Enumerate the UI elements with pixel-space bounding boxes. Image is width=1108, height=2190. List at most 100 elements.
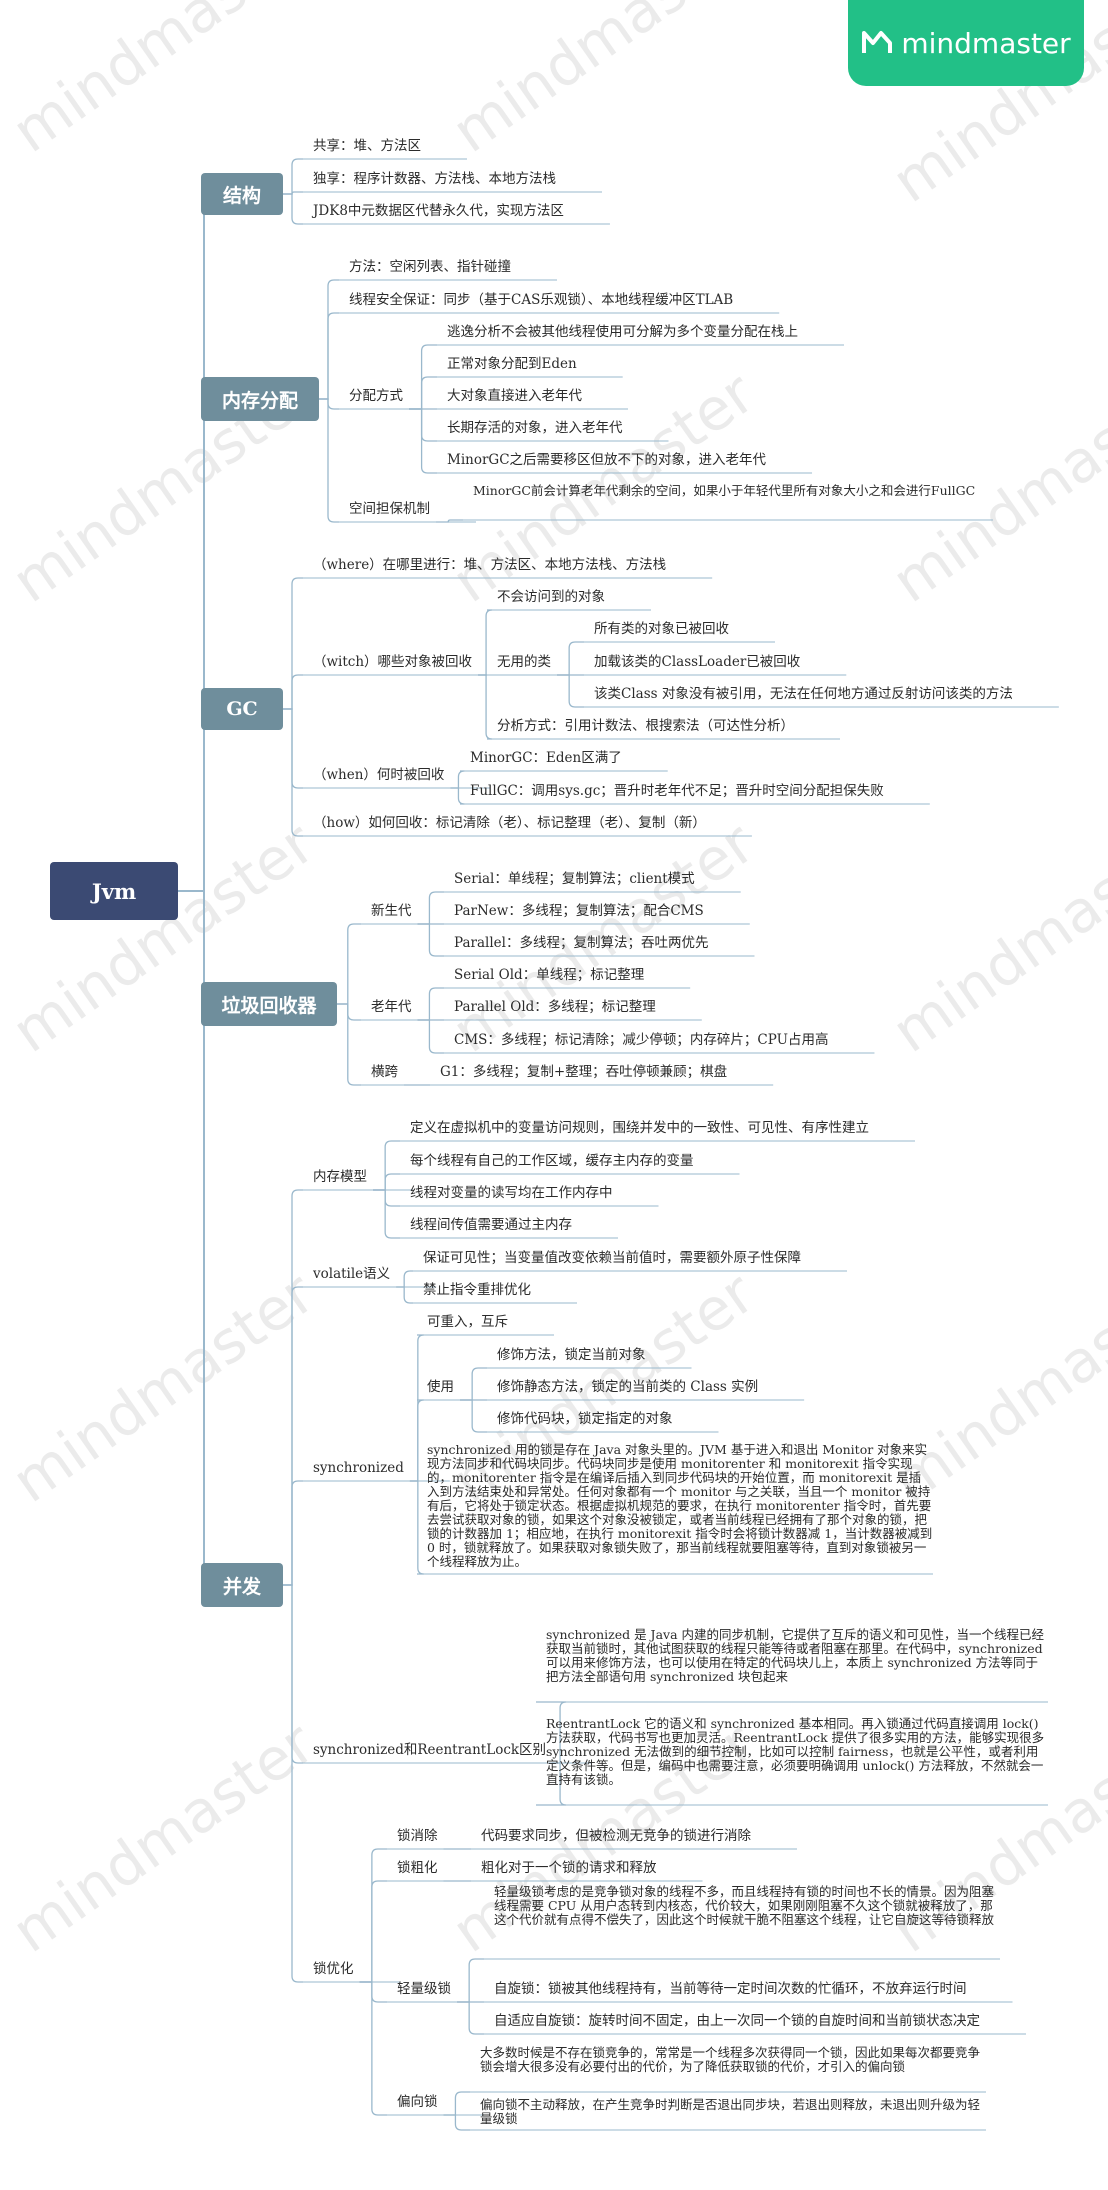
subtopic-ma0[interactable]: 逃逸分析不会被其他线程使用可分解为多个变量分配在栈上 (447, 324, 798, 340)
subtopic-gw2[interactable]: 分析方式：引用计数法、根搜索法（可达性分析） (497, 718, 794, 734)
connector (436, 519, 463, 523)
subtopic-cll[interactable]: 轻量级锁 (397, 1981, 451, 1997)
subtopic-cle[interactable]: 锁消除 (397, 1828, 438, 1844)
main-topic-conc[interactable]: 并发 (201, 1563, 283, 1607)
subtopic-cu1[interactable]: 修饰静态方法，锁定的当前类的 Class 实例 (497, 1379, 759, 1395)
subtopic-gn[interactable]: （when）何时被回收 (313, 767, 445, 783)
subtopic-cx0[interactable]: G1：多线程；复制+整理；吞吐停顿兼顾；棋盘 (440, 1064, 728, 1080)
subtopic-ma[interactable]: 分配方式 (349, 388, 403, 404)
subtopic-cd1[interactable]: ReentrantLock 它的语义和 synchronized 基本相同。再入… (546, 1716, 1045, 1787)
subtopic-cd0[interactable]: synchronized 是 Java 内建的同步机制，它提供了互斥的语义和可见… (546, 1627, 1045, 1684)
connector (373, 1189, 400, 1239)
connector (178, 398, 211, 892)
subtopic-cm0[interactable]: 定义在虚拟机中的变量访问规则，围绕并发中的一致性、可见性、有序性建立 (410, 1120, 869, 1136)
subtopic-s1[interactable]: 独享：程序计数器、方法栈、本地方法栈 (313, 171, 556, 187)
subtopic-m1[interactable]: 线程安全保证：同步（基于CAS乐观锁）、本地线程缓冲区TLAB (349, 292, 734, 308)
main-topic-gc[interactable]: GC (201, 688, 283, 730)
subtopic-cy[interactable]: 新生代 (371, 903, 412, 919)
connector (337, 923, 361, 1005)
subtopic-co[interactable]: 老年代 (371, 999, 412, 1015)
subtopic-gu1[interactable]: 加载该类的ClassLoader已被回收 (594, 654, 801, 670)
subtopic-csp[interactable]: synchronized 用的锁是存在 Java 对象头里的。JVM 基于进入和… (427, 1442, 933, 1569)
subtopic-cle0[interactable]: 代码要求同步，但被检测无竞争的锁进行消除 (481, 1828, 751, 1844)
root-topic-root[interactable]: Jvm (50, 862, 178, 920)
subtopic-gh[interactable]: （how）如何回收：标记清除（老）、标记整理（老）、复制（新） (313, 815, 706, 831)
mindmaster-logo[interactable]: mindmaster (848, 0, 1084, 86)
connector (283, 1584, 303, 1764)
subtopic-cs[interactable]: synchronized (313, 1460, 404, 1476)
subtopic-gu[interactable]: 无用的类 (497, 654, 551, 670)
subtopic-cx[interactable]: 横跨 (371, 1064, 398, 1080)
connector (319, 312, 339, 400)
subtopic-cl[interactable]: 锁优化 (313, 1961, 354, 1977)
subtopic-co0[interactable]: Serial Old：单线程；标记整理 (454, 967, 645, 983)
subtopic-clb0[interactable]: 大多数时候是不存在锁竞争的，常常是一个线程多次获得同一个锁，因此如果每次都要竞争… (480, 2045, 981, 2074)
connector (409, 1399, 424, 1482)
subtopic-ma2[interactable]: 大对象直接进入老年代 (447, 388, 582, 404)
subtopic-cv[interactable]: volatile语义 (313, 1266, 391, 1282)
connector (283, 674, 303, 710)
connector (337, 1003, 361, 1086)
connector (417, 987, 444, 1021)
main-topic-structure[interactable]: 结构 (201, 173, 283, 215)
main-topic-memory[interactable]: 内存分配 (201, 377, 319, 421)
subtopic-clc0[interactable]: 粗化对于一个锁的请求和释放 (481, 1860, 657, 1876)
connector (478, 609, 493, 676)
subtopic-gn1[interactable]: FullGC：调用sys.gc；晋升时老年代不足；晋升时空间分配担保失败 (470, 783, 884, 799)
subtopic-co1[interactable]: Parallel Old：多线程；标记整理 (454, 999, 656, 1015)
connector (557, 674, 584, 708)
subtopic-gn0[interactable]: MinorGC：Eden区满了 (470, 750, 622, 766)
connector (359, 1880, 387, 1983)
main-topic-collector[interactable]: 垃圾回收器 (201, 982, 337, 1026)
subtopic-cm1[interactable]: 每个线程有自己的工作区域，缓存主内存的变量 (410, 1153, 694, 1169)
subtopic-co2[interactable]: CMS：多线程；标记清除；减少停顿；内存碎片；CPU占用高 (454, 1032, 829, 1048)
subtopic-cll2[interactable]: 自适应自旋锁：旋转时间不固定，由上一次同一个锁的自旋时间和当前锁状态决定 (494, 2013, 980, 2029)
connector (457, 2001, 484, 2035)
subtopic-cs0[interactable]: 可重入，互斥 (427, 1314, 508, 1330)
connector (178, 708, 211, 892)
subtopic-cll0[interactable]: 轻量级锁考虑的是竞争锁对象的线程不多，而且线程持有锁的时间也不长的情景。因为阻塞… (494, 1884, 995, 1927)
subtopic-cv1[interactable]: 禁止指令重排优化 (423, 1282, 531, 1298)
subtopic-clb[interactable]: 偏向锁 (397, 2094, 438, 2110)
subtopic-mg[interactable]: 空间担保机制 (349, 501, 430, 517)
connector (460, 1367, 487, 1401)
subtopic-cy1[interactable]: ParNew：多线程；复制算法；配合CMS (454, 903, 704, 919)
subtopic-s2[interactable]: JDK8中元数据区代替永久代，实现方法区 (313, 203, 564, 219)
subtopic-cu0[interactable]: 修饰方法，锁定当前对象 (497, 1347, 646, 1363)
subtopic-cv0[interactable]: 保证可见性；当变量值改变依赖当前值时，需要额外原子性保障 (423, 1250, 801, 1266)
connector (417, 1019, 444, 1054)
subtopic-cu2[interactable]: 修饰代码块，锁定指定的对象 (497, 1411, 673, 1427)
connector (557, 641, 584, 676)
subtopic-cy2[interactable]: Parallel：多线程；复制算法；吞吐两优先 (454, 935, 709, 951)
subtopic-cm2[interactable]: 线程对变量的读写均在工作内存中 (410, 1185, 613, 1201)
subtopic-mgt[interactable]: MinorGC前会计算老年代剩余的空间，如果小于年轻代里所有对象大小之和会进行F… (473, 483, 976, 498)
connector (283, 1286, 303, 1586)
subtopic-gw0[interactable]: 不会访问到的对象 (497, 589, 605, 605)
subtopic-cy0[interactable]: Serial：单线程；复制算法；client模式 (454, 871, 695, 887)
subtopic-cd[interactable]: synchronized和ReentrantLock区别 (313, 1742, 547, 1758)
subtopic-gu0[interactable]: 所有类的对象已被回收 (594, 621, 729, 637)
connector (396, 1286, 413, 1304)
subtopic-g0[interactable]: （where）在哪里进行：堆、方法区、本地方法栈、方法栈 (313, 557, 667, 573)
connector (319, 398, 339, 410)
subtopic-s0[interactable]: 共享：堆、方法区 (313, 138, 421, 154)
subtopic-gw[interactable]: （witch）哪些对象被回收 (313, 654, 473, 670)
subtopic-clb1[interactable]: 偏向锁不主动释放，在产生竞争时判断是否退出同步块，若退出则释放，未退出则升级为轻… (480, 2097, 981, 2126)
connector (450, 787, 465, 805)
subtopic-ma1[interactable]: 正常对象分配到Eden (447, 356, 577, 372)
subtopic-cm3[interactable]: 线程间传值需要通过主内存 (410, 1217, 572, 1233)
subtopic-ma4[interactable]: MinorGC之后需要移区但放不下的对象，进入老年代 (447, 452, 767, 468)
subtopic-m0[interactable]: 方法：空闲列表、指针碰撞 (349, 259, 511, 275)
connector (283, 708, 303, 789)
subtopic-clc[interactable]: 锁粗化 (397, 1860, 438, 1876)
connector (409, 408, 437, 474)
connector (409, 1334, 424, 1482)
connector (373, 1189, 400, 1207)
subtopic-cm[interactable]: 内存模型 (313, 1169, 367, 1185)
subtopic-gu2[interactable]: 该类Class 对象没有被引用，无法在任何地方通过反射访问该类的方法 (594, 686, 1013, 702)
subtopic-cll1[interactable]: 自旋锁：锁被其他线程持有，当前等待一定时间次数的忙循环，不放弃运行时间 (494, 1981, 967, 1997)
subtopic-cu[interactable]: 使用 (427, 1379, 454, 1395)
subtopic-ma3[interactable]: 长期存活的对象，进入老年代 (447, 420, 623, 436)
connector (359, 1981, 387, 2116)
